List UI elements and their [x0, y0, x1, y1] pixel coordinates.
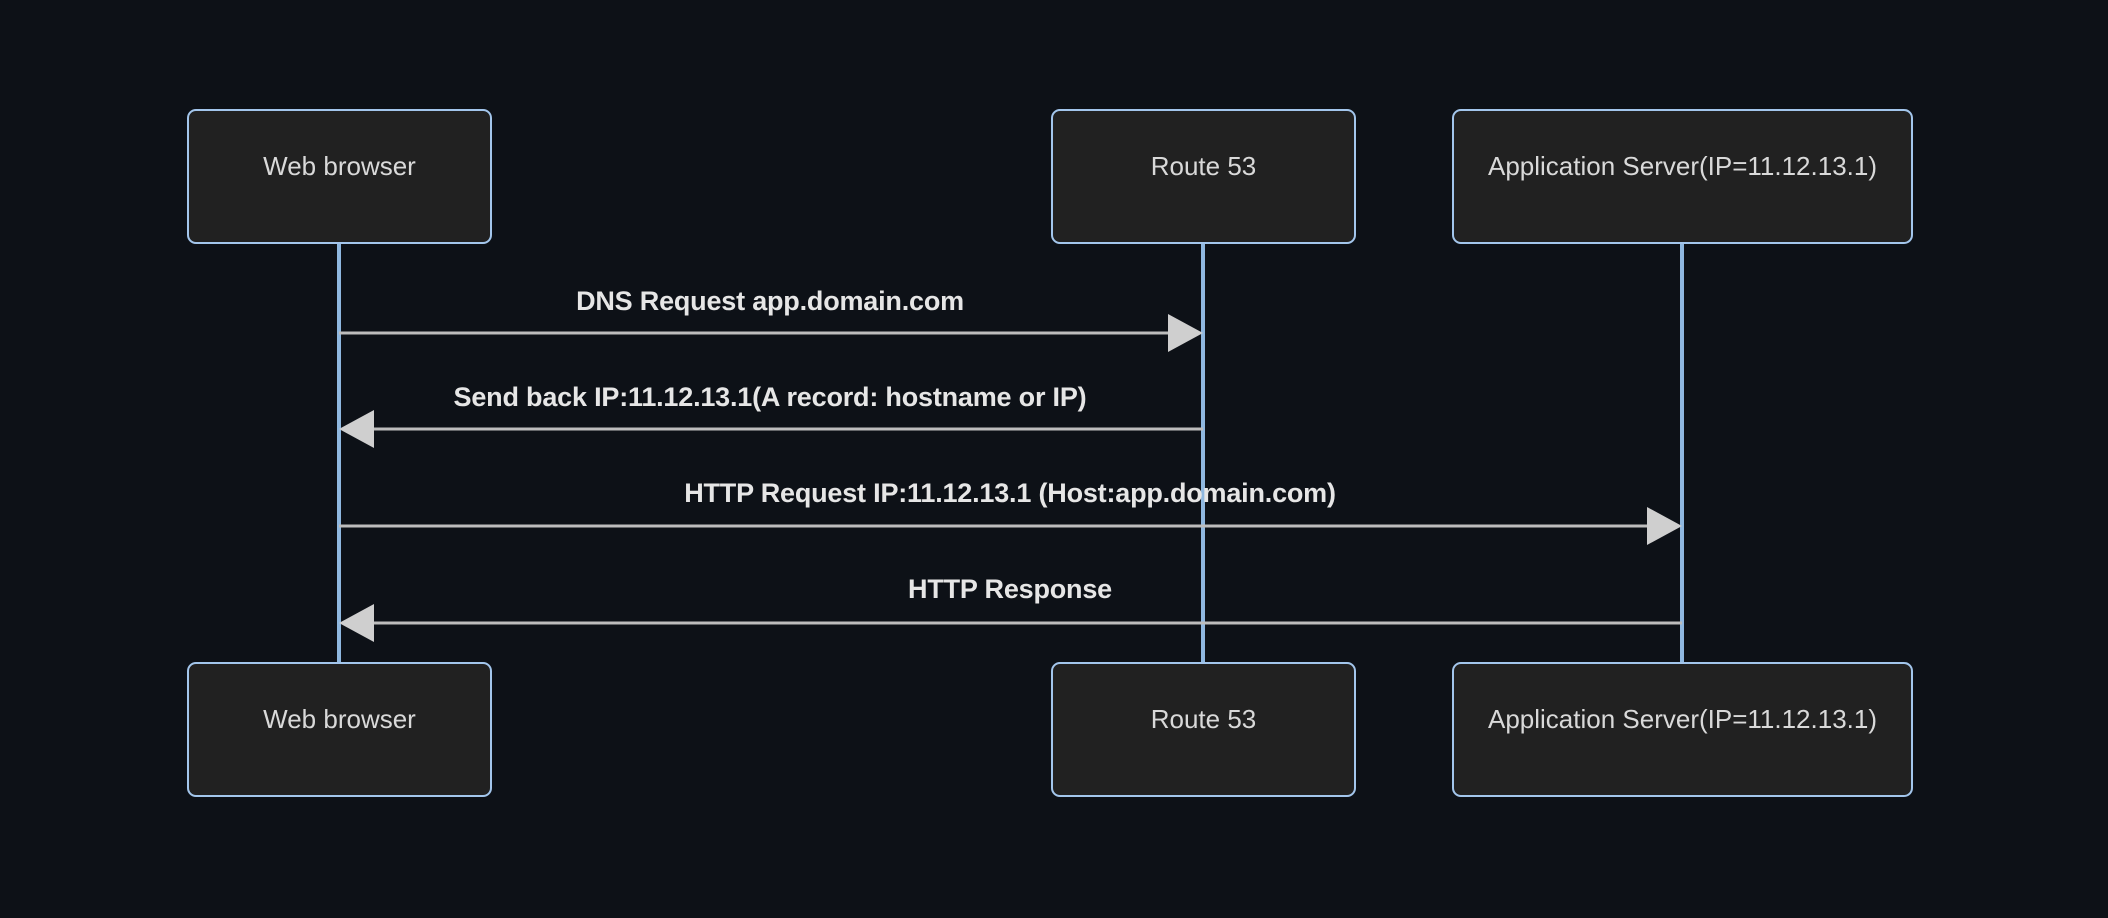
- participant-label-web-browser: Web browser: [263, 151, 416, 181]
- participant-label-route-53: Route 53: [1151, 704, 1257, 734]
- arrowhead-left-icon: [339, 410, 374, 448]
- message-dns-response[interactable]: Send back IP:11.12.13.1(A record: hostna…: [339, 382, 1203, 448]
- arrowhead-right-icon: [1168, 314, 1203, 352]
- participant-box[interactable]: [187, 662, 492, 797]
- participant-label-web-browser: Web browser: [263, 704, 416, 734]
- participant-box[interactable]: [1051, 109, 1356, 244]
- message-label-dns-response: Send back IP:11.12.13.1(A record: hostna…: [454, 382, 1087, 412]
- message-label-dns-request: DNS Request app.domain.com: [576, 286, 964, 316]
- message-http-request[interactable]: HTTP Request IP:11.12.13.1 (Host:app.dom…: [339, 478, 1682, 545]
- participant-box[interactable]: [187, 109, 492, 244]
- arrowhead-left-icon: [339, 604, 374, 642]
- participant-label-route-53: Route 53: [1151, 151, 1257, 181]
- arrowhead-right-icon: [1647, 507, 1682, 545]
- participant-bottom-application-server[interactable]: Application Server(IP=11.12.13.1): [1452, 662, 1913, 797]
- participant-label-application-server: Application Server(IP=11.12.13.1): [1488, 704, 1877, 734]
- participant-top-route-53[interactable]: Route 53: [1051, 109, 1356, 244]
- message-label-http-response: HTTP Response: [908, 574, 1112, 604]
- message-dns-request[interactable]: DNS Request app.domain.com: [339, 286, 1203, 352]
- participant-box[interactable]: [1051, 662, 1356, 797]
- participant-box[interactable]: [1452, 662, 1913, 797]
- participant-label-application-server: Application Server(IP=11.12.13.1): [1488, 151, 1877, 181]
- participant-box[interactable]: [1452, 109, 1913, 244]
- participant-bottom-web-browser[interactable]: Web browser: [187, 662, 492, 797]
- participant-bottom-route-53[interactable]: Route 53: [1051, 662, 1356, 797]
- message-http-response[interactable]: HTTP Response: [339, 574, 1682, 642]
- message-label-http-request: HTTP Request IP:11.12.13.1 (Host:app.dom…: [684, 478, 1336, 508]
- participant-top-web-browser[interactable]: Web browser: [187, 109, 492, 244]
- participant-top-application-server[interactable]: Application Server(IP=11.12.13.1): [1452, 109, 1913, 244]
